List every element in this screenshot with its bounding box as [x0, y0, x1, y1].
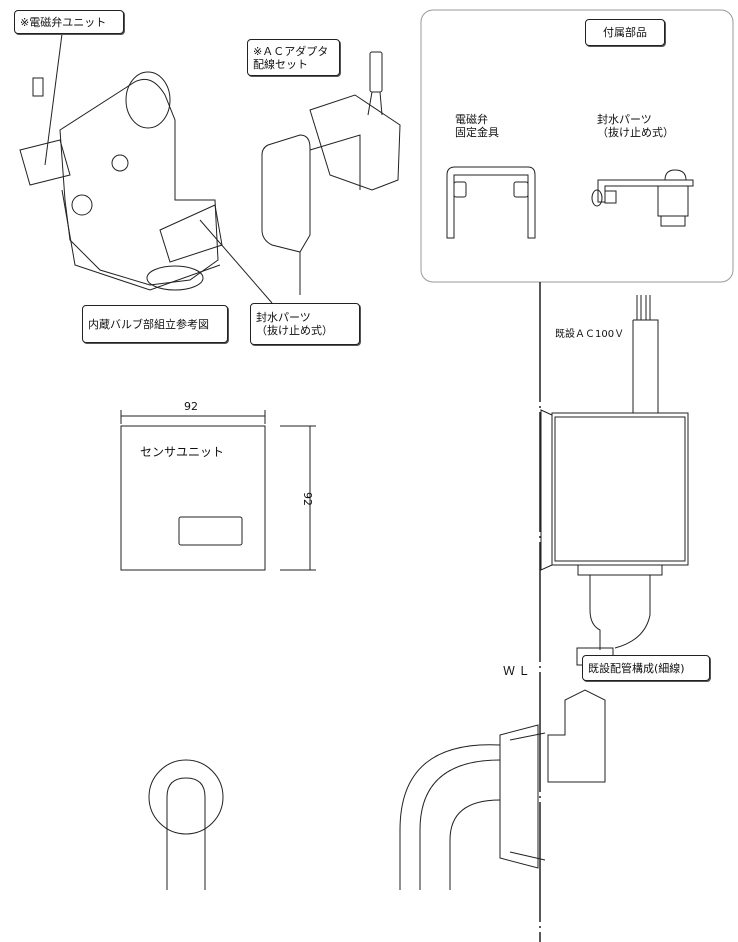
label-seal-parts: 封水パーツ（抜け止め式） — [250, 303, 360, 345]
label-solenoid-unit: ※電磁弁ユニット — [14, 10, 124, 34]
acc-seal-label: 封水パーツ（抜け止め式） — [597, 113, 674, 139]
sensor-plate-drawing — [120, 410, 316, 571]
existing-power-label: 既設ＡＣ100Ｖ — [555, 329, 625, 340]
label-text: ※電磁弁ユニット — [20, 15, 107, 29]
label-text: （抜け止め式） — [597, 126, 674, 139]
drain-pipe-side-drawing — [399, 689, 606, 890]
ac-adapter-drawing — [261, 51, 401, 295]
valve-assembly-drawing — [19, 33, 273, 304]
label-text: 付属部品 — [603, 26, 647, 39]
label-text: 内蔵バルブ部組立参考図 — [88, 317, 209, 331]
solenoid-bracket-drawing — [446, 166, 536, 239]
label-text: 封水パーツ — [256, 311, 311, 324]
accessories-title: 付属部品 — [585, 19, 665, 46]
power-cable — [632, 295, 659, 413]
accessories-panel — [420, 9, 734, 283]
wall-flange-front-drawing — [148, 759, 224, 890]
water-line-label: ＷＬ — [503, 664, 534, 678]
label-existing-piping: 既設配管構成(細線) — [582, 655, 710, 681]
label-text: 既設配管構成(細線) — [588, 661, 685, 675]
label-text: 電磁弁 — [455, 113, 488, 126]
dimension-height: 92 — [301, 492, 314, 506]
label-text: 封水パーツ — [597, 113, 652, 126]
wall-box-drawing — [540, 409, 689, 666]
label-text: 配線セット — [253, 57, 308, 71]
dimension-width: 92 — [184, 400, 198, 413]
sensor-unit-label: センサユニット — [140, 445, 225, 459]
bracket-label: 電磁弁固定金具 — [455, 113, 499, 139]
label-valve-assembly-ref: 内蔵バルブ部組立参考図 — [82, 305, 228, 343]
seal-parts-drawing — [591, 169, 694, 227]
label-ac-adapter: ※ＡＣアダプタ配線セット — [247, 39, 340, 76]
label-text: 固定金具 — [455, 126, 499, 139]
label-text: （抜け止め式） — [256, 324, 333, 337]
label-text: ※ＡＣアダプタ — [253, 44, 329, 58]
